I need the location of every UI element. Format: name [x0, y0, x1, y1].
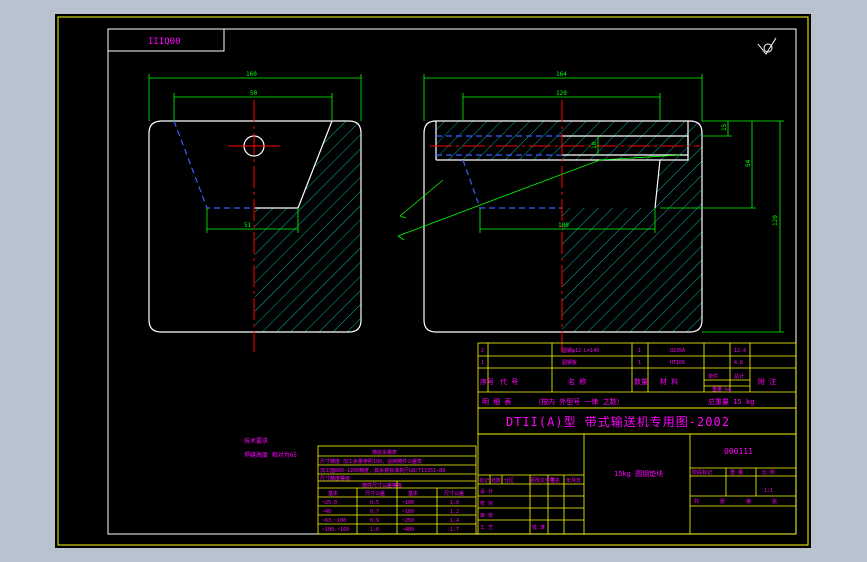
- svg-text:设 计: 设 计: [480, 488, 493, 495]
- svg-text:焊缝高度 相对为65: 焊缝高度 相对为65: [244, 451, 297, 459]
- svg-text:工 艺: 工 艺: [480, 525, 493, 531]
- right-hatch-region: [562, 121, 702, 332]
- tolerance-table: 铸造余量表 尺寸精度 加工余量参照100，适用铸件公差表 加工面800-1200…: [317, 445, 477, 535]
- right-dim-small: 15: [721, 123, 728, 131]
- left-view: 160 50 51: [148, 71, 362, 352]
- svg-text:2: 2: [481, 348, 484, 354]
- svg-text:~400: ~400: [402, 527, 414, 533]
- svg-text:基本: 基本: [408, 490, 418, 497]
- svg-text:1: 1: [481, 360, 484, 366]
- right-outline: [423, 120, 703, 333]
- svg-text:审 核: 审 核: [480, 512, 493, 519]
- svg-text:技术要求: 技术要求: [244, 437, 268, 445]
- left-dim-overall: 160: [246, 71, 257, 78]
- svg-text:0.9: 0.9: [370, 518, 379, 524]
- svg-text:1.2: 1.2: [450, 509, 459, 515]
- right-dimensions: [423, 74, 784, 333]
- roughness-symbol-icon: [757, 37, 777, 55]
- technical-notes: 技术要求 焊缝高度 相对为65: [244, 437, 297, 459]
- svg-text:处数: 处数: [491, 477, 501, 484]
- svg-text:单件: 单件: [708, 373, 718, 380]
- svg-text:~40: ~40: [322, 509, 331, 515]
- svg-text:张: 张: [772, 498, 777, 505]
- left-dim-top: 50: [250, 90, 258, 97]
- svg-text:圆钢φ12 L=140: 圆钢φ12 L=140: [562, 347, 599, 354]
- svg-text:基本: 基本: [328, 490, 338, 497]
- svg-text:明 细 表: 明 细 表: [482, 397, 511, 406]
- part-name: 15kg 圆钢垫块: [614, 469, 663, 478]
- svg-text:~250: ~250: [402, 518, 414, 524]
- svg-text:名 称: 名 称: [568, 377, 586, 386]
- svg-text:1.7: 1.7: [450, 527, 459, 533]
- svg-text:~100: ~100: [402, 500, 414, 506]
- svg-text:校 对: 校 对: [480, 500, 493, 507]
- svg-text:共: 共: [694, 498, 699, 505]
- svg-text:加工面800-1200精度，其余按标准执行GB/T11351: 加工面800-1200精度，其余按标准执行GB/T11351-89: [320, 467, 445, 474]
- svg-text:HT100: HT100: [670, 360, 685, 366]
- svg-text:铸件尺寸公差等级: 铸件尺寸公差等级: [362, 482, 402, 489]
- svg-text:总计: 总计: [734, 373, 744, 380]
- svg-text:~160: ~160: [402, 509, 414, 515]
- svg-text:重 量: 重 量: [730, 469, 743, 476]
- svg-text:数量: 数量: [634, 377, 648, 386]
- right-dim-top: 120: [556, 90, 567, 97]
- svg-text:阶段标记: 阶段标记: [692, 469, 712, 476]
- outer-frame: [57, 16, 809, 546]
- svg-text:尺寸公差: 尺寸公差: [365, 490, 385, 497]
- svg-text:0.7: 0.7: [370, 509, 379, 515]
- svg-text:0.5: 0.5: [370, 500, 379, 506]
- right-view: 164 120 100 120 54 15 10: [397, 71, 784, 352]
- left-dimensions: [148, 74, 362, 233]
- svg-text:重量 kg: 重量 kg: [712, 386, 731, 393]
- svg-text:4.8: 4.8: [734, 360, 743, 366]
- svg-text:序号: 序号: [480, 377, 494, 386]
- svg-text:12.4: 12.4: [734, 348, 746, 354]
- right-dim-thickness: 10: [591, 141, 598, 149]
- svg-text:附 注: 附 注: [758, 377, 776, 386]
- svg-text:材 料: 材 料: [660, 377, 678, 386]
- svg-text:1: 1: [638, 360, 641, 366]
- right-dim-overall: 164: [556, 71, 567, 78]
- svg-text:张: 张: [720, 498, 725, 505]
- svg-text:年月日: 年月日: [566, 477, 581, 484]
- svg-text:1: 1: [638, 348, 641, 354]
- left-outline: [148, 120, 362, 333]
- svg-text:圆钢板: 圆钢板: [562, 359, 577, 366]
- svg-text:尺寸精度 加工余量参照100，适用铸件公差表: 尺寸精度 加工余量参照100，适用铸件公差表: [320, 458, 422, 465]
- svg-text:代 号: 代 号: [500, 377, 518, 386]
- drawing-number-box: IIIQ00: [107, 28, 225, 52]
- parts-list: 2 圆钢φ12 L=140 1 Q235A 12.4 1 圆钢板 1 HT100…: [477, 342, 797, 409]
- svg-text:1.0: 1.0: [370, 527, 379, 533]
- svg-text:1:1: 1:1: [764, 488, 773, 494]
- svg-text:签名: 签名: [550, 477, 560, 484]
- left-hatch-region: [255, 121, 361, 332]
- svg-text:1.4: 1.4: [450, 518, 459, 524]
- svg-text:分区: 分区: [504, 477, 514, 484]
- svg-text:更改文件号: 更改文件号: [530, 477, 555, 484]
- svg-text:尺寸公差: 尺寸公差: [444, 490, 464, 497]
- right-dim-height-total: 120: [772, 215, 779, 226]
- svg-text:（按内 外型号 一律 之数）: （按内 外型号 一律 之数）: [534, 397, 624, 406]
- svg-text:~63.~100: ~63.~100: [322, 518, 346, 524]
- svg-text:~25.0: ~25.0: [322, 500, 337, 506]
- svg-text:标记: 标记: [479, 477, 489, 484]
- svg-text:铸造余量表: 铸造余量表: [372, 449, 397, 456]
- right-dim-height-mid: 54: [745, 159, 752, 167]
- right-dim-bottom: 100: [558, 222, 569, 229]
- drawing-number: IIIQ00: [148, 37, 181, 47]
- svg-text:Q235A: Q235A: [670, 348, 685, 354]
- title-block: 15kg 圆钢垫块 000111 标记 处数 分区 更改文件号 签名 年月日 设…: [477, 433, 797, 535]
- left-dim-bottom: 51: [244, 222, 252, 229]
- svg-text:1.0: 1.0: [450, 500, 459, 506]
- svg-text:第: 第: [746, 498, 751, 505]
- svg-text:批 准: 批 准: [532, 524, 545, 531]
- svg-text:尺寸精度等级: 尺寸精度等级: [320, 475, 350, 482]
- part-code: 000111: [724, 447, 753, 456]
- svg-text:总重量 15 kg: 总重量 15 kg: [708, 397, 754, 406]
- svg-text:比 例: 比 例: [762, 469, 775, 476]
- series-title: DTII(A)型 带式输送机专用图-2002: [506, 414, 730, 429]
- svg-text:~100.~160: ~100.~160: [322, 527, 349, 533]
